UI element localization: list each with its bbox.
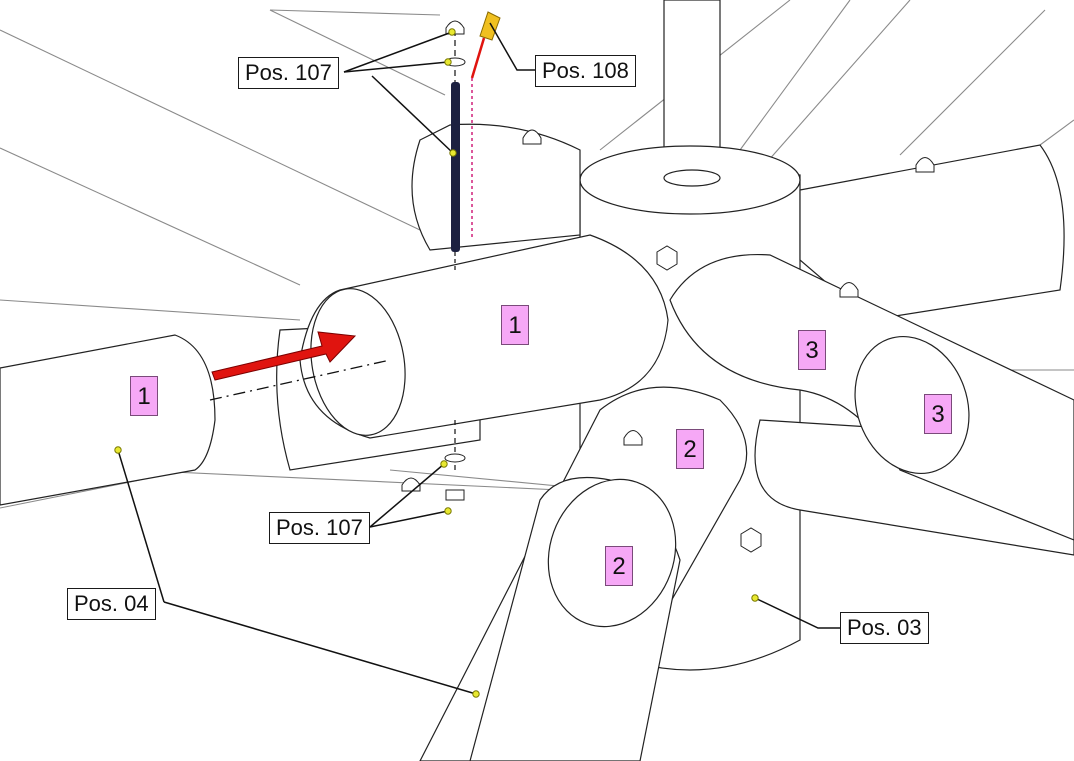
leader-108 xyxy=(489,22,535,71)
nut-bottom xyxy=(445,489,465,501)
frame-line xyxy=(269,9,441,16)
callout-pos107-top: Pos. 107 xyxy=(238,57,339,89)
callout-pos107-bottom: Pos. 107 xyxy=(269,512,370,544)
leader-dot xyxy=(114,446,122,454)
frame-line xyxy=(759,0,911,171)
leader-dot xyxy=(472,690,480,698)
upper-right-tube xyxy=(799,144,1065,321)
frame-line xyxy=(0,299,301,321)
frame-line xyxy=(1039,119,1074,146)
part-tag-right-tube-a: 3 xyxy=(798,330,826,370)
center-tube-1-mouth xyxy=(310,288,406,436)
frame-line xyxy=(739,0,851,151)
back-left-tube xyxy=(411,123,581,251)
hex-nut-1 xyxy=(656,245,678,271)
leader-dot xyxy=(448,28,456,36)
part-tag-lower-tube-a: 2 xyxy=(676,429,704,469)
cap-nut-3 xyxy=(839,282,859,298)
leader-107d xyxy=(369,463,445,528)
leader-dot xyxy=(444,58,452,66)
part-tag-center-tube: 1 xyxy=(501,305,529,345)
leader-04b xyxy=(163,601,477,695)
pole-end xyxy=(663,169,721,187)
insertion-arrow xyxy=(211,331,357,381)
cap-nut-2 xyxy=(915,157,935,173)
frame-line xyxy=(0,29,421,231)
leader-dot xyxy=(449,149,457,157)
left-tube-1 xyxy=(0,334,216,506)
hex-nut-2 xyxy=(740,527,762,553)
callout-pos108: Pos. 108 xyxy=(535,55,636,87)
cap-nut-4 xyxy=(623,430,643,446)
part-tag-right-tube-b: 3 xyxy=(924,394,952,434)
frame-line xyxy=(129,469,561,491)
washer-bottom xyxy=(444,453,466,463)
leader-dot xyxy=(440,460,448,468)
part-tag-lower-tube-b: 2 xyxy=(605,546,633,586)
leader-dot xyxy=(444,507,452,515)
leader-107c xyxy=(371,75,454,154)
grease-nozzle xyxy=(470,37,486,79)
frame-line xyxy=(0,147,301,286)
grease-nipple xyxy=(479,11,501,41)
part-tag-left-tube: 1 xyxy=(130,376,158,416)
frame-line xyxy=(899,9,1046,156)
right-tube-3-mouth xyxy=(854,335,970,475)
leader-107a xyxy=(343,31,453,73)
cap-nut-1 xyxy=(522,129,542,145)
bolt xyxy=(451,82,460,252)
leader-dot xyxy=(751,594,759,602)
leader-04a xyxy=(117,449,165,603)
leader-03 xyxy=(754,597,840,629)
frame-line xyxy=(269,9,446,96)
cap-nut-5 xyxy=(401,477,421,492)
leader-107b xyxy=(343,61,449,73)
callout-pos03: Pos. 03 xyxy=(840,612,929,644)
leader-107e xyxy=(369,510,449,528)
callout-pos04: Pos. 04 xyxy=(67,588,156,620)
axis-line xyxy=(209,359,391,401)
